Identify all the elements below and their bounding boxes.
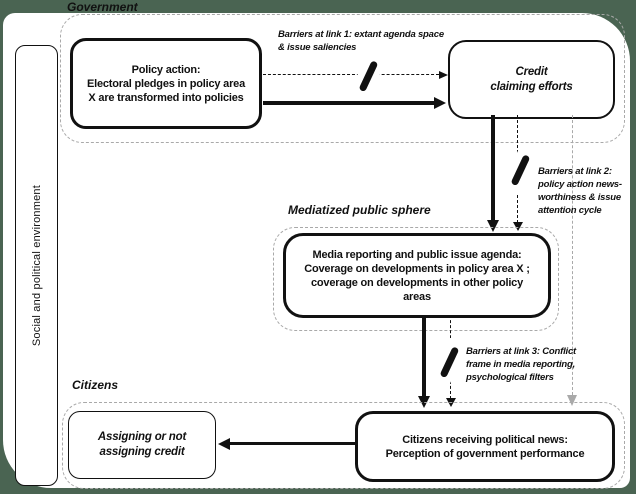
assigning-credit-line1: Assigning or not xyxy=(97,431,187,443)
barrier-link2-line3: worthiness & issue xyxy=(538,192,621,203)
barrier-link2-line2: policy action news- xyxy=(538,179,622,190)
credit-claiming-line2: claiming efforts xyxy=(490,80,573,93)
media-reporting-line2: Coverage on developments in policy area … xyxy=(304,262,530,275)
media-reporting-line3: coverage on developments in other policy xyxy=(310,276,524,289)
credit-to-citizens-gray-dashed-line xyxy=(572,115,573,395)
government-region-label: Government xyxy=(67,0,138,14)
credit-to-media-solid-arrowhead xyxy=(487,220,499,232)
credit-to-media-dashed-arrowhead xyxy=(513,222,523,231)
assigning-credit-box: Assigning or not assigning credit xyxy=(68,411,216,479)
citizens-receiving-line2: Perception of government performance xyxy=(385,447,585,460)
citizens-to-assigning-arrowhead xyxy=(218,437,230,450)
social-political-environment-box: Social and political environment xyxy=(15,45,58,486)
barrier-link1-line1: Barriers at link 1: extant agenda space xyxy=(278,29,444,40)
media-to-citizens-solid-arrow xyxy=(422,315,426,397)
assigning-credit-line2: assigning credit xyxy=(99,446,185,458)
government-region-frame xyxy=(60,14,625,143)
media-reporting-line1: Media reporting and public issue agenda: xyxy=(312,248,522,261)
mediatized-region-frame xyxy=(273,227,559,331)
barrier-link1-line2: & issue saliencies xyxy=(278,42,357,53)
policy-to-credit-solid-arrow xyxy=(263,101,434,105)
policy-to-credit-solid-arrowhead xyxy=(434,97,446,109)
policy-action-line2: Electoral pledges in policy area xyxy=(86,77,246,90)
barrier-link2-line1: Barriers at link 2: xyxy=(538,166,612,177)
mediatized-region-label: Mediatized public sphere xyxy=(288,203,431,217)
barrier-link3-line1: Barriers at link 3: Conflict xyxy=(466,346,577,357)
social-political-environment-label: Social and political environment xyxy=(30,184,43,347)
credit-to-citizens-gray-arrowhead xyxy=(567,395,577,406)
policy-to-credit-dashed-arrowhead xyxy=(439,70,448,79)
credit-claiming-line1: Credit xyxy=(515,65,548,78)
citizens-to-assigning-arrow xyxy=(229,442,355,445)
barrier-link2-label: Barriers at link 2: policy action news- … xyxy=(538,165,622,217)
media-reporting-line4: areas xyxy=(403,290,431,303)
barrier-link1-label: Barriers at link 1: extant agenda space … xyxy=(278,28,444,54)
policy-to-credit-dashed-arrow xyxy=(263,74,439,75)
citizens-receiving-box: Citizens receiving political news: Perce… xyxy=(355,411,615,482)
credit-to-media-solid-arrow xyxy=(491,115,495,221)
barrier-link2-line4: attention cycle xyxy=(538,205,602,216)
barrier-link3-label: Barriers at link 3: Conflict frame in me… xyxy=(466,345,576,384)
policy-action-box: Policy action: Electoral pledges in poli… xyxy=(70,38,262,129)
policy-action-line1: Policy action: xyxy=(131,63,201,76)
barrier-link3-line2: frame in media reporting, xyxy=(466,359,576,370)
media-reporting-box: Media reporting and public issue agenda:… xyxy=(283,233,551,318)
citizens-region-frame xyxy=(62,402,625,489)
barrier-link3-line3: psychological filters xyxy=(466,372,554,383)
credit-claiming-box: Credit claiming efforts xyxy=(448,40,615,119)
citizens-receiving-line1: Citizens receiving political news: xyxy=(402,433,568,446)
citizens-region-label: Citizens xyxy=(72,378,119,392)
policy-action-line3: X are transformed into policies xyxy=(88,91,244,104)
